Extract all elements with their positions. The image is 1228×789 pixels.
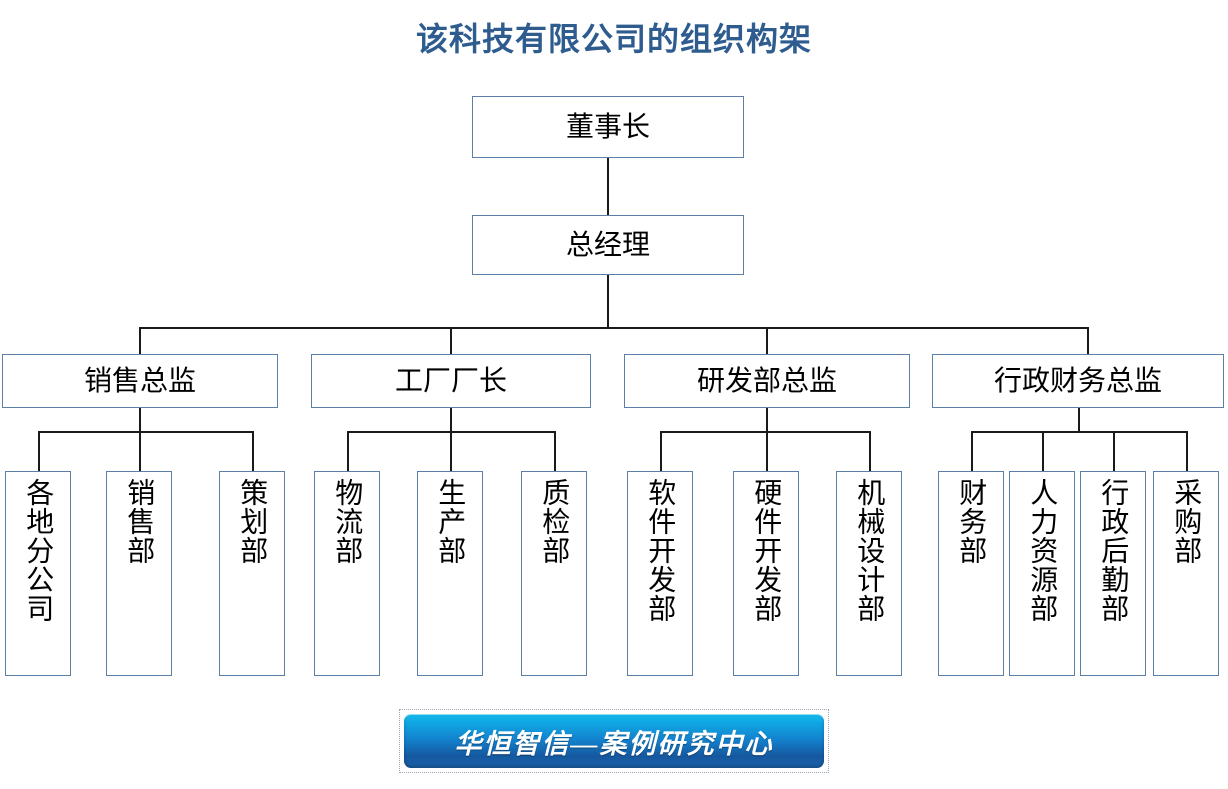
node-dept-planning[interactable]: 策划部: [219, 471, 285, 676]
connector-admin-drop-1: [971, 431, 973, 472]
connector-sales-bus: [38, 431, 254, 433]
node-director-rd-label: 研发部总监: [696, 365, 837, 396]
connector-drop-director-3: [766, 327, 768, 354]
node-dept-hardware-development[interactable]: 硬件开发部: [733, 471, 799, 676]
connector-sales-drop-3: [252, 431, 254, 472]
node-dept-logistics-label: 物流部: [332, 478, 364, 565]
connector-rd-drop-2: [766, 431, 768, 472]
connector-sales-drop-1: [38, 431, 40, 472]
connector-gm-drop: [607, 275, 609, 328]
node-dept-admin-logistics[interactable]: 行政后勤部: [1080, 471, 1146, 676]
footer-banner[interactable]: 华恒智信—案例研究中心: [399, 709, 829, 773]
node-dept-human-resources[interactable]: 人力资源部: [1009, 471, 1075, 676]
connector-factory-drop-3: [554, 431, 556, 472]
node-general-manager-label: 总经理: [565, 229, 650, 260]
connector-factory-stem: [450, 408, 452, 432]
node-dept-software-development-label: 软件开发部: [645, 478, 677, 623]
node-director-sales[interactable]: 销售总监: [2, 354, 278, 408]
footer-banner-fill: 华恒智信—案例研究中心: [404, 714, 824, 768]
connector-admin-drop-3: [1113, 431, 1115, 472]
node-dept-logistics[interactable]: 物流部: [314, 471, 380, 676]
connector-admin-drop-2: [1042, 431, 1044, 472]
node-director-rd[interactable]: 研发部总监: [624, 354, 910, 408]
connector-admin-drop-4: [1186, 431, 1188, 472]
connector-admin-stem: [1078, 408, 1080, 432]
node-dept-branch-offices[interactable]: 各地分公司: [5, 471, 71, 676]
connector-chairman-to-gm: [607, 158, 609, 215]
connector-rd-drop-1: [660, 431, 662, 472]
node-dept-sales-label: 销售部: [124, 478, 156, 565]
connector-sales-stem: [139, 408, 141, 432]
node-dept-procurement[interactable]: 采购部: [1153, 471, 1219, 676]
node-dept-admin-logistics-label: 行政后勤部: [1098, 478, 1130, 623]
node-director-admin-finance[interactable]: 行政财务总监: [932, 354, 1224, 408]
connector-admin-bus: [971, 431, 1187, 433]
connector-rd-bus: [660, 431, 871, 433]
footer-banner-label: 华恒智信—案例研究中心: [454, 728, 774, 759]
node-dept-quality-inspection-label: 质检部: [539, 478, 571, 565]
connector-factory-drop-2: [450, 431, 452, 472]
node-dept-quality-inspection[interactable]: 质检部: [521, 471, 587, 676]
node-general-manager[interactable]: 总经理: [472, 215, 744, 275]
connector-drop-director-2: [450, 327, 452, 354]
node-director-sales-label: 销售总监: [83, 365, 196, 396]
node-dept-production-label: 生产部: [435, 478, 467, 565]
node-director-admin-finance-label: 行政财务总监: [993, 365, 1162, 396]
connector-drop-director-4: [1087, 327, 1089, 354]
connector-drop-director-1: [139, 327, 141, 354]
page-title: 该科技有限公司的组织构架: [415, 21, 812, 57]
node-chairman[interactable]: 董事长: [472, 96, 744, 158]
node-dept-procurement-label: 采购部: [1171, 478, 1203, 565]
node-dept-mechanical-design[interactable]: 机械设计部: [836, 471, 902, 676]
node-dept-hardware-development-label: 硬件开发部: [751, 478, 783, 623]
node-director-factory[interactable]: 工厂厂长: [311, 354, 591, 408]
node-dept-production[interactable]: 生产部: [417, 471, 483, 676]
connector-rd-drop-3: [869, 431, 871, 472]
node-dept-planning-label: 策划部: [237, 478, 269, 565]
connector-director-bus: [139, 327, 1089, 329]
node-dept-sales[interactable]: 销售部: [106, 471, 172, 676]
connector-rd-stem: [766, 408, 768, 432]
node-director-factory-label: 工厂厂长: [394, 365, 507, 396]
node-dept-finance[interactable]: 财务部: [938, 471, 1004, 676]
connector-sales-drop-2: [139, 431, 141, 472]
node-dept-finance-label: 财务部: [956, 478, 988, 565]
node-chairman-label: 董事长: [565, 111, 650, 142]
node-dept-mechanical-design-label: 机械设计部: [854, 478, 886, 623]
node-dept-human-resources-label: 人力资源部: [1027, 478, 1059, 623]
node-dept-software-development[interactable]: 软件开发部: [627, 471, 693, 676]
node-dept-branch-offices-label: 各地分公司: [23, 478, 55, 623]
connector-factory-drop-1: [347, 431, 349, 472]
